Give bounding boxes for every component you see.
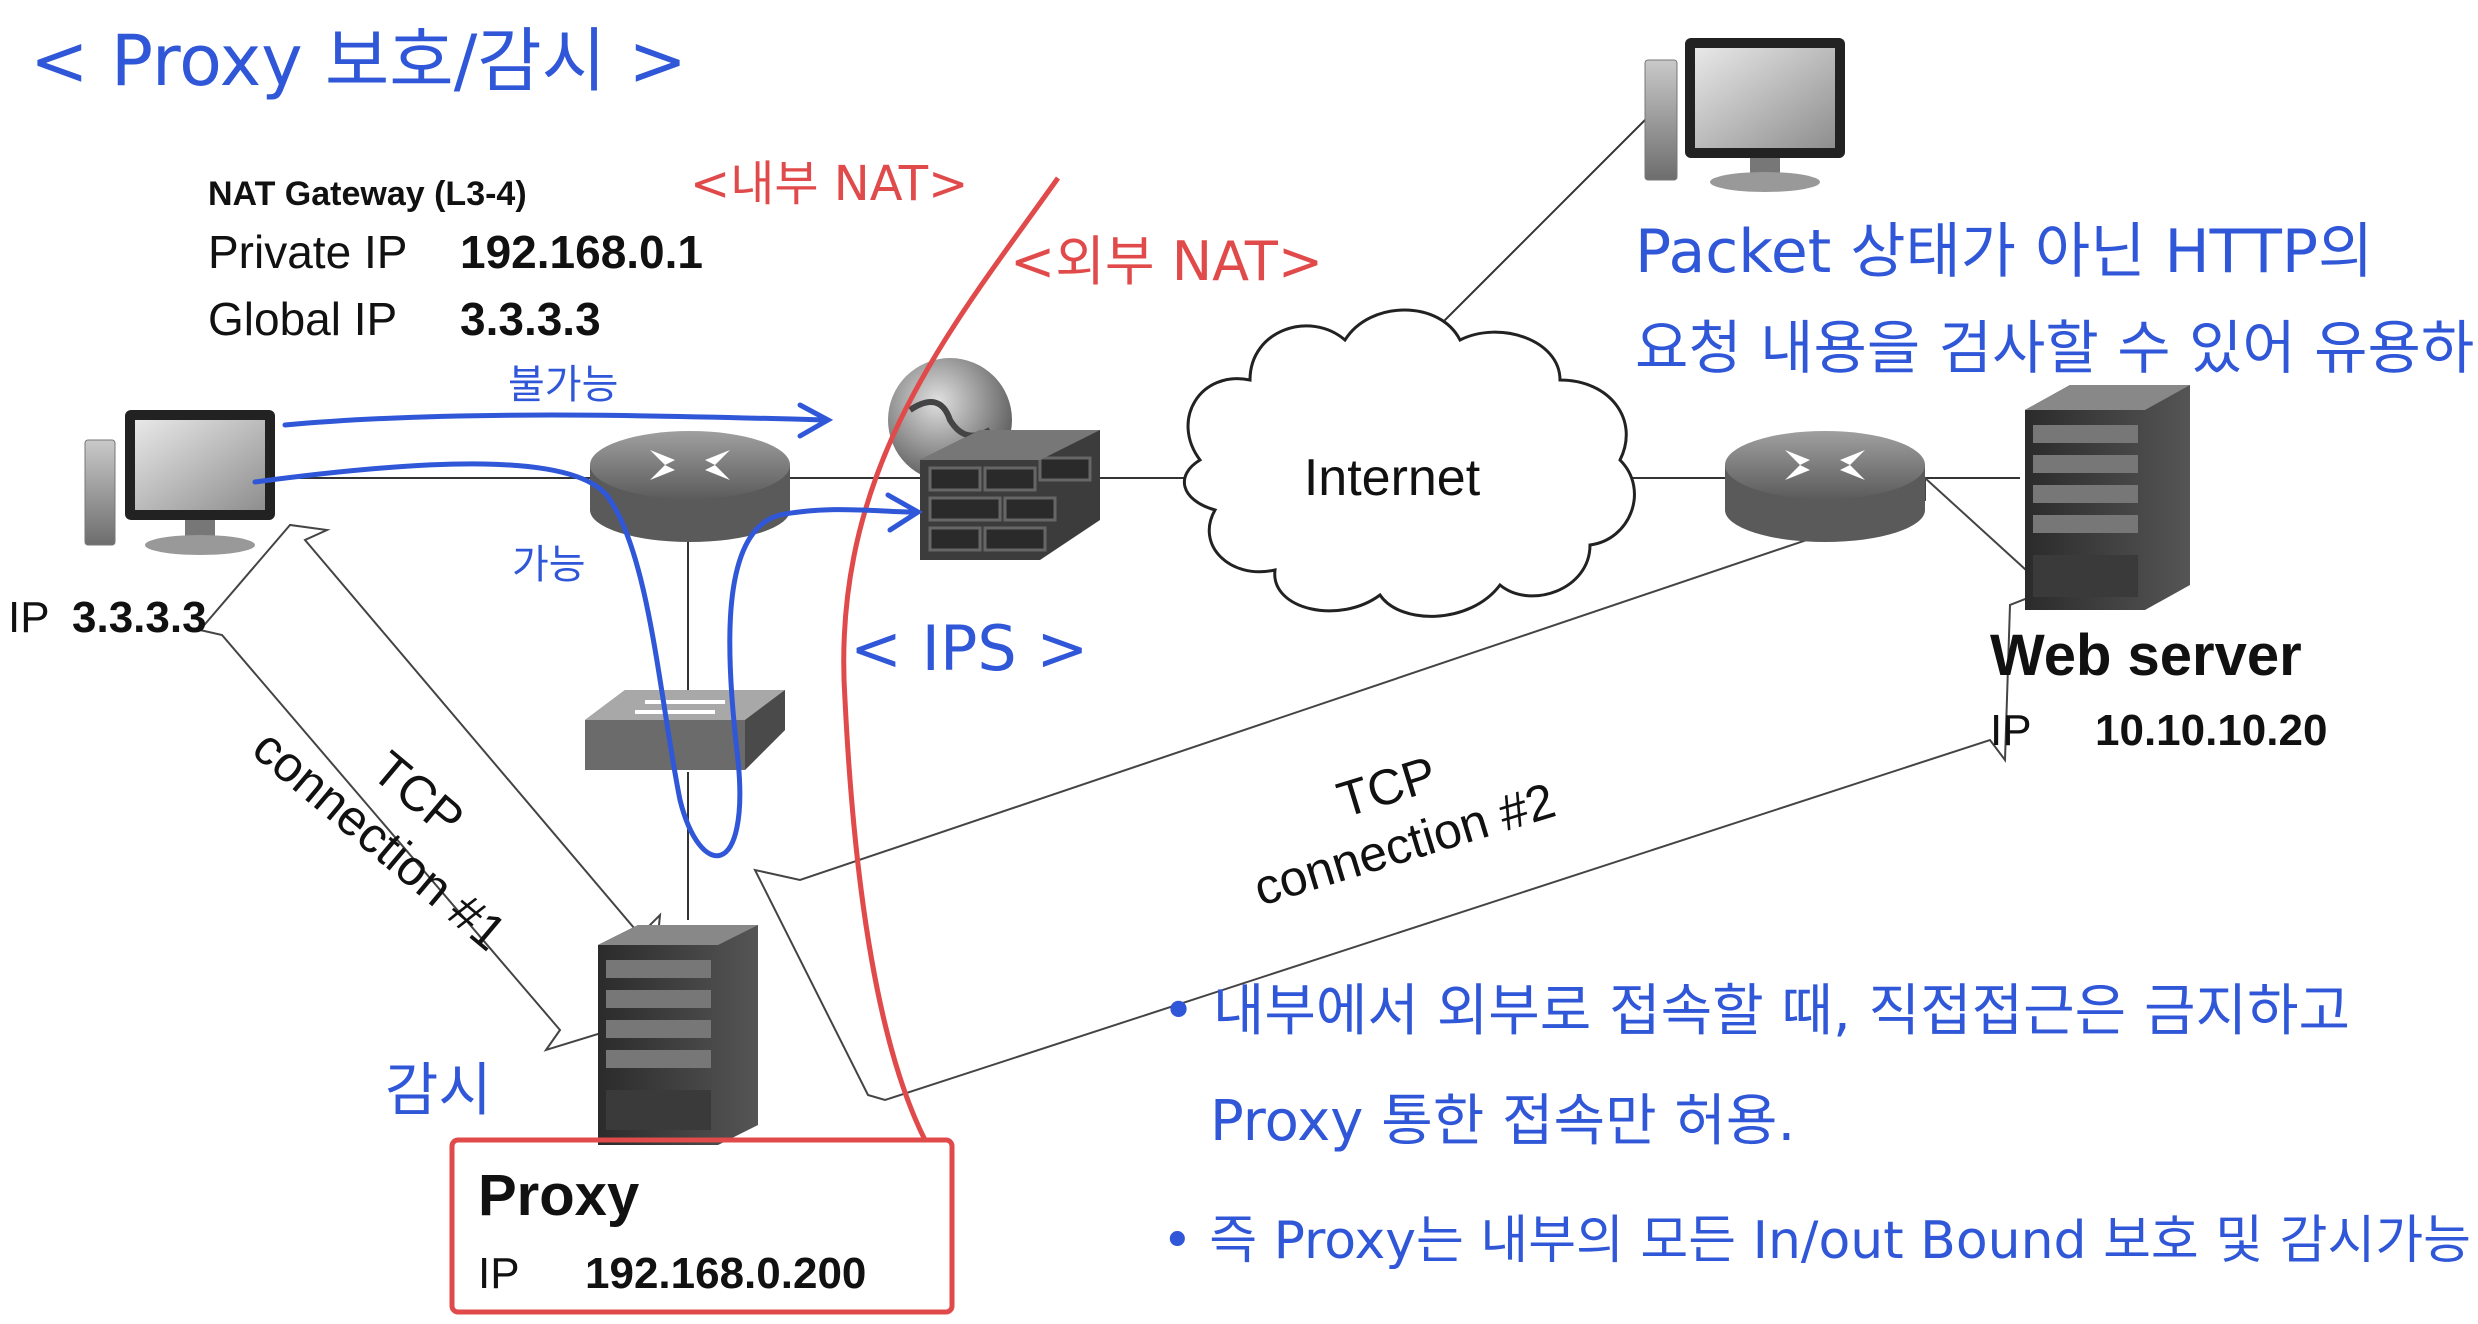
possible-note: 가능 bbox=[512, 542, 586, 588]
nat-global-value: 3.3.3.3 bbox=[460, 293, 601, 345]
web-server-ip-label: IP bbox=[1990, 706, 2032, 755]
internet-cloud bbox=[1182, 308, 1636, 618]
allowed-proxy-path bbox=[252, 461, 923, 859]
proxy-ip-value: 192.168.0.200 bbox=[585, 1249, 866, 1298]
web-server-name: Web server bbox=[1990, 623, 2302, 688]
proxy-server-icon bbox=[598, 925, 758, 1145]
firewall-icon bbox=[888, 358, 1100, 560]
client-ip-label: IP bbox=[8, 593, 50, 642]
nat-private-value: 192.168.0.1 bbox=[460, 226, 703, 278]
diagram-title: < Proxy 보호/감시 > bbox=[30, 20, 687, 102]
client-pc-icon bbox=[84, 410, 275, 555]
web-server-ip-value: 10.10.10.20 bbox=[2095, 706, 2327, 755]
client-ip-value: 3.3.3.3 bbox=[72, 593, 207, 642]
bullet2: • 즉 Proxy는 내부의 모든 In/out Bound 보호 및 감시가능 bbox=[1162, 1211, 2471, 1271]
external-nat-note: <외부 NAT> bbox=[1010, 230, 1323, 293]
web-router-icon bbox=[1725, 431, 1925, 542]
remote-pc-icon bbox=[1644, 38, 1845, 192]
nat-private-label: Private IP bbox=[208, 226, 407, 278]
nat-gateway-heading: NAT Gateway (L3-4) bbox=[208, 175, 527, 213]
network-links bbox=[240, 104, 2020, 920]
nat-router-icon bbox=[590, 431, 790, 542]
tcp-connection-2-arrow bbox=[753, 475, 2050, 1102]
nat-global-label: Global IP bbox=[208, 293, 397, 345]
blocked-direct-path bbox=[282, 402, 834, 439]
internal-nat-note: <내부 NAT> bbox=[690, 156, 968, 212]
internet-label: Internet bbox=[1304, 449, 1481, 507]
bullet1-line1: • 내부에서 외부로 접속할 때, 직접접근은 금지하고 bbox=[1162, 979, 2350, 1044]
bullet1-line2: Proxy 통한 접속만 허용. bbox=[1210, 1089, 1795, 1154]
not-possible-note: 불가능 bbox=[508, 362, 618, 408]
switch-icon bbox=[585, 690, 785, 770]
packet-note-line1: Packet 상태가 아닌 HTTP의 bbox=[1635, 217, 2373, 287]
nat-boundary-curve bbox=[841, 176, 1061, 1142]
ips-note: < IPS > bbox=[850, 612, 1088, 685]
proxy-ip-label: IP bbox=[478, 1249, 520, 1298]
proxy-highlight-box bbox=[449, 1137, 955, 1315]
web-server-icon bbox=[2025, 385, 2190, 610]
packet-note-line2: 요청 내용을 검사할 수 있어 유용하다. bbox=[1635, 314, 2478, 382]
proxy-name: Proxy bbox=[478, 1163, 639, 1228]
monitor-note: 감시 bbox=[385, 1056, 492, 1124]
